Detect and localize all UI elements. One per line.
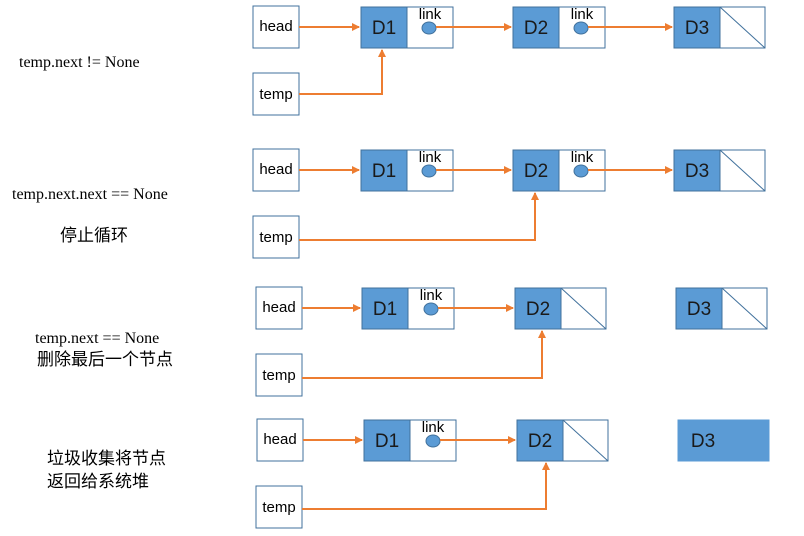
node-d2: [512, 6, 560, 49]
node-d1: [360, 6, 408, 49]
link-dot: [423, 302, 439, 316]
row-1: head temp D1 link D2 link D3: [252, 5, 766, 116]
head-label: head: [263, 431, 296, 448]
node-d3-label: D3: [685, 161, 709, 182]
row-2: head temp D1 link D2 link D3: [252, 148, 766, 259]
node-d2-label: D2: [524, 18, 548, 39]
temp-box: [252, 72, 300, 116]
link-label: link: [571, 149, 594, 166]
null-slash: [721, 287, 768, 330]
node-d1: [360, 149, 408, 192]
link-dot: [421, 164, 437, 178]
arrow-temp-d1: [299, 49, 386, 95]
temp-label: temp: [259, 229, 292, 246]
node-d3-label: D3: [687, 299, 711, 320]
head-box: [252, 5, 300, 49]
null-slash: [719, 149, 766, 192]
arrow-temp-d2: [302, 330, 546, 379]
link-label: link: [422, 419, 445, 436]
node-d1: [363, 419, 411, 462]
head-label: head: [259, 18, 292, 35]
link-label: link: [419, 149, 442, 166]
temp-box: [252, 215, 300, 259]
step1-condition: temp.next != None: [19, 54, 140, 71]
temp-box: [255, 353, 303, 397]
link-dot: [421, 21, 437, 35]
node-d2-label: D2: [524, 161, 548, 182]
node-d2-label: D2: [528, 431, 552, 452]
node-d3: [673, 6, 721, 49]
head-label: head: [262, 299, 295, 316]
null-slash: [562, 419, 609, 462]
null-slash: [560, 287, 607, 330]
node-d2: [516, 419, 564, 462]
temp-label: temp: [262, 499, 295, 516]
node-d2-label: D2: [526, 299, 550, 320]
link-label: link: [419, 6, 442, 23]
node-d2: [512, 149, 560, 192]
step3-note: 删除最后一个节点: [37, 350, 173, 370]
temp-label: temp: [262, 367, 295, 384]
temp-label: temp: [259, 86, 292, 103]
null-slash: [719, 6, 766, 49]
step2-condition: temp.next.next == None: [12, 186, 168, 203]
link-label: link: [571, 6, 594, 23]
step4-note-line1: 垃圾收集将节点: [47, 449, 166, 469]
node-d3-label: D3: [691, 431, 715, 452]
step3-condition: temp.next == None: [35, 330, 159, 347]
head-box: [252, 148, 300, 192]
node-d3-label: D3: [685, 18, 709, 39]
arrow-temp-d2: [302, 462, 550, 510]
link-dot: [573, 164, 589, 178]
node-d1-label: D1: [373, 299, 397, 320]
row-3: head temp D1 link D2 D3: [255, 286, 768, 397]
link-label: link: [420, 287, 443, 304]
node-d3-freed: [677, 419, 770, 462]
node-d1-label: D1: [372, 18, 396, 39]
node-d1-label: D1: [375, 431, 399, 452]
row-4: head temp D1 link D2 D3: [255, 418, 770, 529]
node-d3: [675, 287, 723, 330]
link-dot: [573, 21, 589, 35]
node-d1-label: D1: [372, 161, 396, 182]
link-dot: [425, 434, 441, 448]
temp-box: [255, 485, 303, 529]
head-box: [255, 286, 303, 330]
step4-note-line2: 返回给系统堆: [47, 472, 149, 492]
arrow-temp-d2: [299, 192, 539, 241]
head-label: head: [259, 161, 292, 178]
node-d1: [361, 287, 409, 330]
step2-note: 停止循环: [60, 226, 128, 246]
